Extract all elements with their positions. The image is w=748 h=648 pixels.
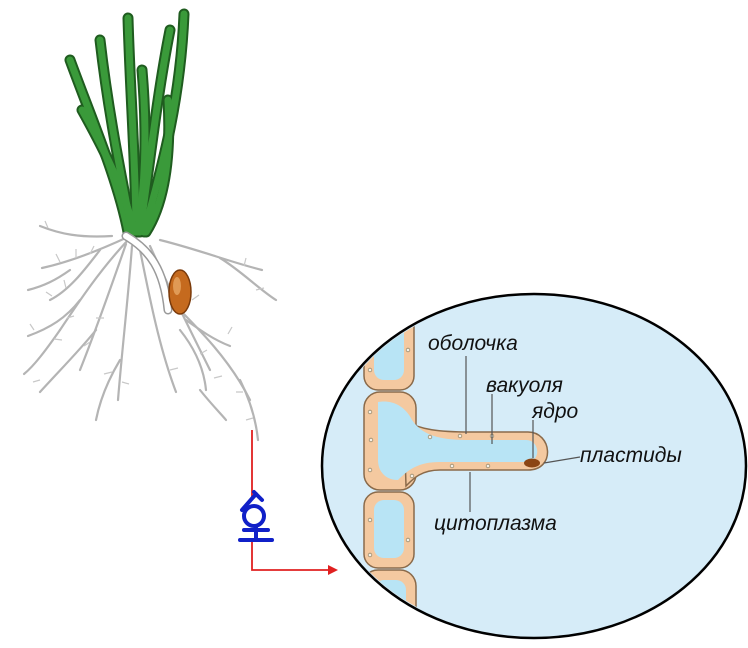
arrow-head bbox=[328, 565, 338, 575]
connector-arrow bbox=[251, 430, 330, 571]
microscope-icon bbox=[238, 490, 274, 542]
vacuole-top bbox=[374, 310, 404, 380]
label-nucleus: ядро bbox=[531, 400, 579, 423]
plant-roots bbox=[22, 224, 278, 442]
labels: оболочка вакуоля ядро пластиды цитоплазм… bbox=[428, 332, 682, 535]
leader-lines bbox=[465, 356, 581, 512]
seed-highlight bbox=[173, 277, 181, 295]
label-vacuole: вакуоля bbox=[486, 374, 563, 397]
plant-main-root bbox=[121, 231, 173, 315]
nucleus bbox=[524, 458, 540, 468]
vacuole bbox=[378, 401, 538, 480]
label-membrane: оболочка bbox=[428, 332, 518, 355]
plant-root-hairs bbox=[29, 220, 265, 421]
seed bbox=[168, 269, 192, 315]
vacuole-middle bbox=[374, 500, 404, 558]
label-plastids: пластиды bbox=[580, 444, 682, 467]
plant-leaves bbox=[64, 8, 190, 238]
label-cytoplasm: цитоплазма bbox=[434, 512, 557, 535]
